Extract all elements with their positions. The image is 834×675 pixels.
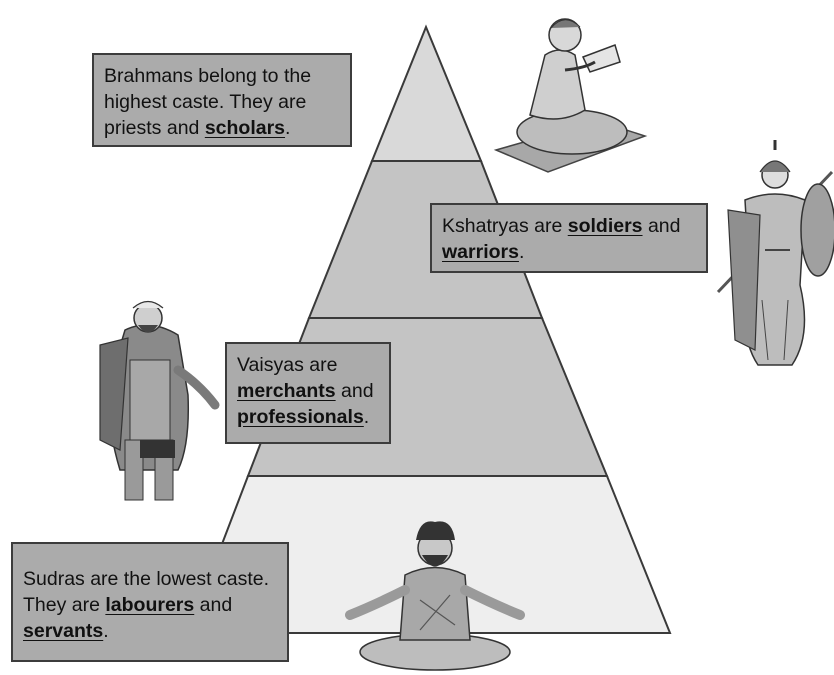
caption-sudras-text: Sudras are the lowest caste. They are	[23, 568, 270, 616]
caption-sudras: Sudras are the lowest caste. They are la…	[11, 542, 289, 662]
caption-vaisyas-keyword-professionals: professionals	[237, 406, 364, 428]
caption-sudras-keyword-servants: servants	[23, 620, 104, 642]
caption-brahmans-text: Brahmans belong to the highest caste. Th…	[104, 65, 312, 139]
caption-kshatryas-and: and	[642, 215, 681, 237]
caption-vaisyas: Vaisyas are merchants and professionals.	[225, 342, 391, 444]
caption-brahmans: Brahmans belong to the highest caste. Th…	[92, 53, 352, 147]
caption-kshatryas: Kshatryas are soldiers and warriors.	[430, 203, 708, 273]
vaisya-merchant-figure	[99, 300, 220, 501]
brahman-scholar-figure	[493, 18, 648, 173]
caption-vaisyas-text: Vaisyas are	[237, 354, 338, 376]
caption-kshatryas-keyword-warriors: warriors	[442, 241, 519, 263]
caption-vaisyas-and: and	[335, 380, 374, 402]
sudra-labourer-figure	[345, 521, 525, 671]
caption-vaisyas-end: .	[363, 406, 370, 428]
pyramid-tier-brahmans	[370, 24, 483, 162]
caption-kshatryas-end: .	[518, 241, 525, 263]
caption-sudras-and: and	[194, 594, 233, 616]
caption-vaisyas-keyword-merchants: merchants	[237, 380, 336, 402]
kshatrya-warrior-figure	[716, 140, 834, 366]
caption-kshatryas-keyword-soldiers: soldiers	[567, 215, 643, 237]
caption-kshatryas-text: Kshatryas are	[442, 215, 568, 237]
caption-brahmans-end: .	[285, 117, 291, 139]
caption-sudras-keyword-labourers: labourers	[105, 594, 195, 616]
caption-sudras-end: .	[103, 620, 109, 642]
caption-brahmans-keyword-scholars: scholars	[204, 117, 286, 139]
